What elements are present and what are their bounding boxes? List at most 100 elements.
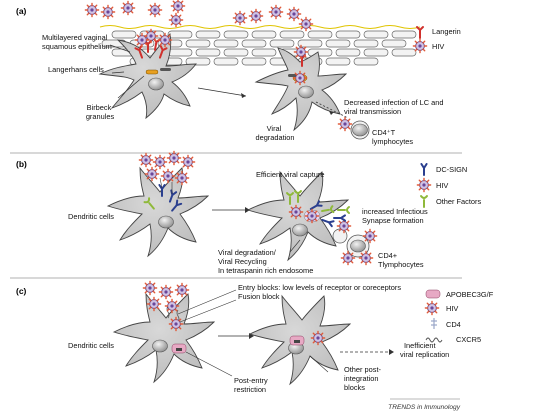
langerhans-cell-1 (98, 33, 197, 120)
decreased-infection-line-2: viral transmission (344, 107, 401, 116)
synapse-label: increased Infectious Synapse formation (362, 207, 430, 225)
post-integration-line-2: integration (344, 374, 379, 383)
legend-a-hiv-label: HIV (432, 42, 444, 51)
legend-c-cd4-label: CD4 (446, 320, 461, 329)
post-integration-line-1: Other post- (344, 365, 382, 374)
entry-blocks-line-2: Fusion block (238, 292, 280, 301)
legend-a: Langerin HIV (412, 26, 461, 54)
cd4-t-lymphocytes-label-a: CD4⁺T lymphocytes (372, 128, 413, 146)
nucleus-dc-b2 (292, 223, 308, 237)
cd4-icon (431, 318, 437, 329)
panel-a: (a) (16, 0, 461, 146)
decreased-infection-label: Decreased infection of LC and viral tran… (344, 98, 446, 116)
dendritic-cells-label-b: Dendritic cells (68, 212, 114, 221)
epithelium-label-line-2: squamous epithelium (42, 42, 112, 51)
post-entry-line-2: restriction (234, 385, 266, 394)
other-factor-icon (420, 195, 428, 208)
journal-footer: TRENDS in Immunology (388, 404, 461, 411)
leader-lines-c (177, 289, 329, 377)
t-lymphocyte-cluster-b (332, 218, 378, 266)
hiv-virion-icon (416, 177, 432, 193)
leader-lines-a (109, 44, 145, 99)
dashed-arrow-c-head (389, 349, 394, 355)
viral-degradation-b-line-1: Viral degradation/ (218, 248, 277, 257)
post-entry-line-1: Post-entry (234, 376, 268, 385)
legend-b: DC-SIGN HIV Other Factors (416, 163, 481, 208)
entry-blocks-label: Entry blocks: low levels of receptor or … (238, 283, 403, 301)
cd4-label-b-line-2: Tlymphocytes (378, 260, 424, 269)
arrow-a-transition-head (241, 93, 246, 98)
legend-c-cxcr5-label: CXCR5 (456, 335, 481, 344)
viral-degradation-label-b: Viral degradation/ Viral Recycling In te… (218, 248, 313, 275)
birbeck-granules-lc2 (288, 70, 308, 86)
cd4-label-b-line-1: CD4+ (378, 251, 397, 260)
hiv-virion-c2-internal (310, 330, 326, 346)
birbeck-label-line-2: granules (86, 112, 115, 121)
post-entry-label: Post-entry restriction (234, 376, 270, 394)
panel-a-letter: (a) (16, 6, 27, 16)
endosome-b2 (303, 208, 321, 224)
apobec-c1 (171, 343, 187, 354)
post-integration-label: Other post- integration blocks (344, 365, 383, 392)
nucleus-lc2 (298, 85, 314, 99)
birbeck-label-line-1: Birbeck (87, 103, 112, 112)
arrow-a-transition (197, 87, 247, 97)
nucleus-dc-b1 (158, 215, 174, 229)
inefficient-line-2: viral replication (400, 350, 449, 359)
nucleus-dc-c1 (152, 339, 168, 353)
cd4-t-lymphocytes-label-b: CD4+ Tlymphocytes (378, 251, 424, 269)
hiv-virion-lc1-c (134, 32, 150, 48)
dendritic-cell-c1 (112, 292, 216, 384)
entry-blocks-line-1: Entry blocks: low levels of receptor or … (238, 283, 401, 292)
birbeck-label: Birbeck granules (86, 103, 115, 121)
viral-degradation-b-line-3: In tetraspanin rich endosome (218, 266, 313, 275)
legend-b-dc-sign-label: DC-SIGN (436, 165, 467, 174)
legend-c: APOBEC3G/F HIV CD4 CXCR5 (424, 289, 494, 344)
hiv-virion-b2-internal (288, 204, 304, 220)
legend-c-hiv-label: HIV (446, 304, 458, 313)
synapse-label-line-2: Synapse formation (362, 216, 424, 225)
hiv-virions-cluster-a (84, 0, 314, 32)
nucleus-t-cell-a (352, 123, 368, 137)
cxcr5-icon (425, 337, 443, 343)
viral-degradation-a-line-1: Viral (267, 124, 282, 133)
dendritic-cell-b1 (106, 166, 210, 258)
langerin-icon (416, 26, 424, 39)
inefficient-line-1: Inefficient (404, 341, 436, 350)
panel-b: (b) (16, 150, 481, 275)
dendritic-cells-label-c: Dendritic cells (68, 341, 114, 350)
birbeck-granules-lc1 (145, 68, 171, 75)
hiv-virion-icon (424, 300, 440, 316)
post-integration-line-3: blocks (344, 383, 365, 392)
epithelium-label: Multilayered vaginal squamous epithelium (42, 33, 112, 51)
epithelium-label-line-1: Multilayered vaginal (42, 33, 108, 42)
decreased-infection-line-1: Decreased infection of LC and (344, 98, 443, 107)
nucleus-lc1 (148, 77, 164, 91)
viral-degradation-label-a: Viral degradation (255, 124, 294, 142)
dashed-arrow-a (315, 101, 349, 119)
legend-c-apobec-label: APOBEC3G/F (446, 290, 494, 299)
panel-c: (c) (16, 280, 494, 394)
hiv-virion-lc2 (293, 44, 309, 60)
hiv-virion-icon (412, 38, 428, 54)
cd4-label-a-line-2: lymphocytes (372, 137, 413, 146)
apobec-icon (425, 289, 441, 299)
viral-degradation-a-line-2: degradation (255, 133, 294, 142)
cd4-label-a-line-1: CD4⁺T (372, 128, 396, 137)
panel-c-letter: (c) (16, 286, 27, 296)
mucus-surface-line (99, 25, 421, 29)
langerhans-cells-label: Langerhans cells (48, 65, 104, 74)
viral-degradation-b-line-2: Viral Recycling (218, 257, 267, 266)
leader-line-degradation-b (289, 239, 301, 253)
apobec-c2 (289, 335, 305, 346)
inefficient-replication-label: Inefficient viral replication (400, 341, 449, 359)
efficient-capture-label: Efficient viral capture (256, 170, 324, 179)
legend-b-other-factors-label: Other Factors (436, 197, 481, 206)
synapse-label-line-1: increased Infectious (362, 207, 428, 216)
hiv-virion-lc1-b (157, 32, 173, 48)
dashed-arrow-a-head (329, 111, 334, 115)
legend-a-langerin-label: Langerin (432, 27, 461, 36)
panel-b-letter: (b) (16, 159, 27, 169)
